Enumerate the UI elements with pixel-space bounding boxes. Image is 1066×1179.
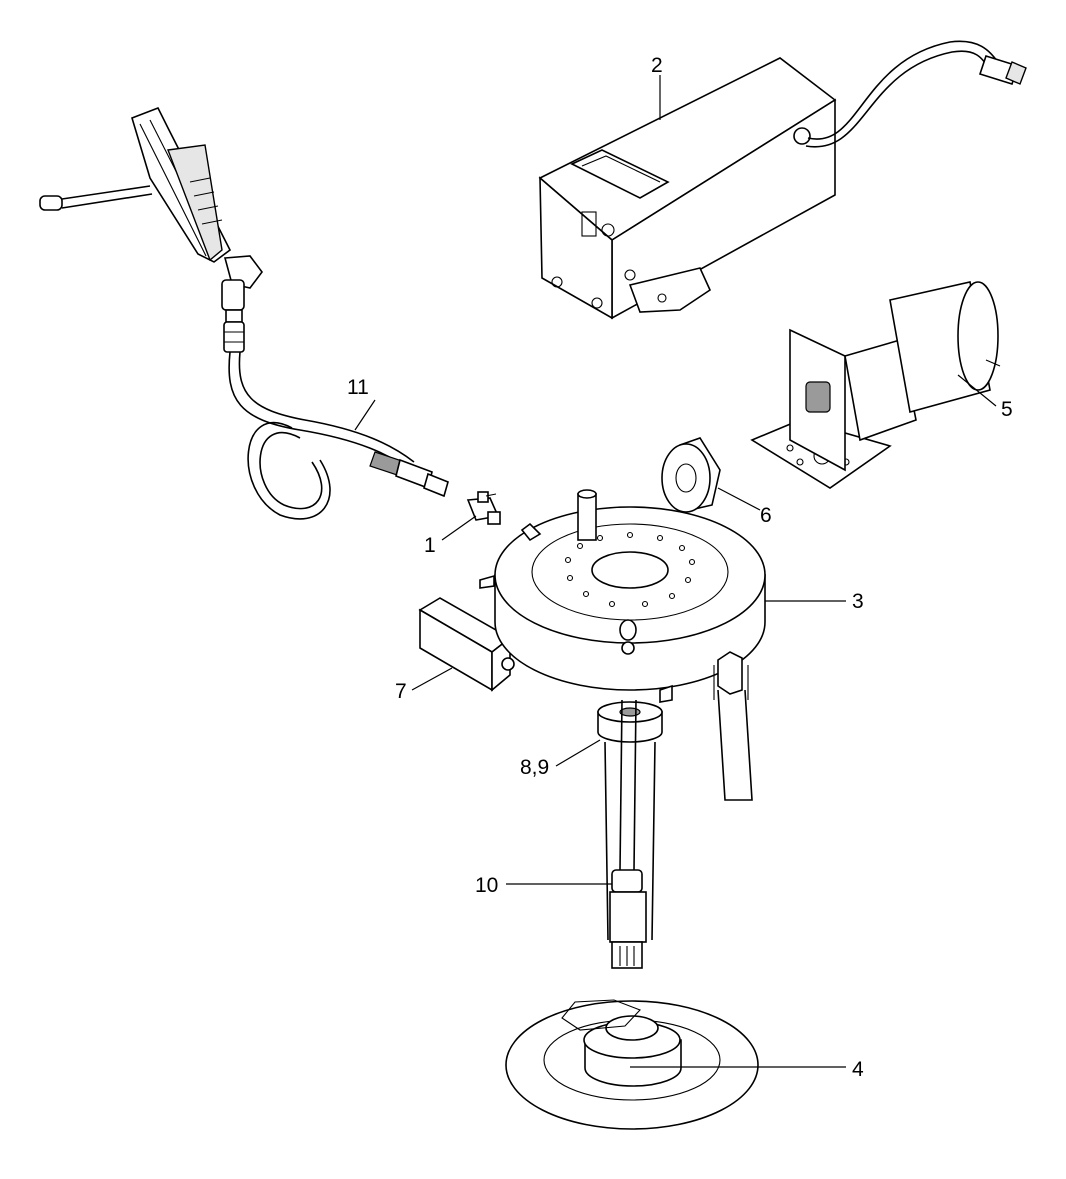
callout-label-1: 1	[424, 534, 436, 557]
part-4-follower-plate	[505, 999, 759, 1130]
callout-label-10: 10	[475, 874, 498, 897]
part-2-control-box	[538, 40, 1027, 320]
callout-label-6: 6	[760, 504, 772, 527]
part-11-grease-gun-hose	[39, 106, 449, 520]
part-3-lid-ring	[479, 489, 766, 801]
part-7-valve-block	[418, 597, 515, 692]
callout-label-5: 5	[1001, 398, 1013, 421]
callout-label-2: 2	[651, 54, 663, 77]
callout-label-11: 11	[347, 376, 369, 399]
leader-lines	[354, 75, 997, 1068]
part-10-suction-tube	[604, 699, 656, 969]
part-1-fitting	[466, 491, 501, 525]
callout-labels: 2 11 5 6 1 3 7 8,9 10 4	[347, 54, 1013, 1081]
callout-label-7: 7	[395, 680, 407, 703]
part-6-roller	[661, 437, 721, 513]
callout-label-3: 3	[852, 590, 864, 613]
part-8-9-flange	[597, 701, 663, 743]
callout-label-8-9: 8,9	[520, 756, 549, 779]
part-5-motor	[750, 281, 1001, 489]
lid-bolt-holes	[564, 531, 696, 608]
callout-label-4: 4	[852, 1058, 864, 1081]
